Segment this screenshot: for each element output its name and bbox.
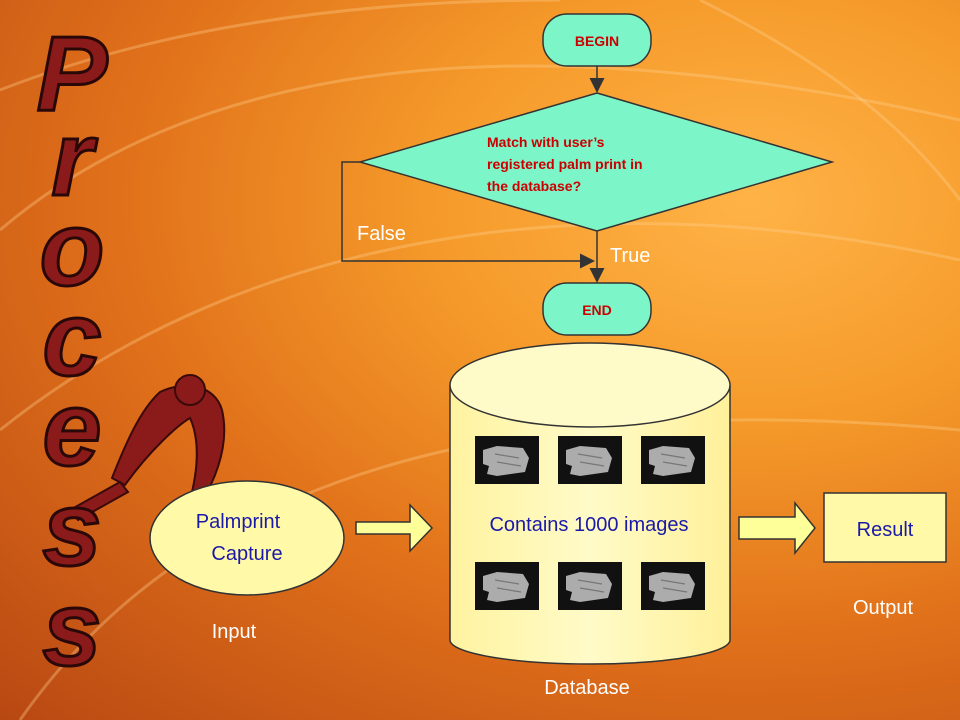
database-to-result-arrow — [738, 500, 816, 556]
begin-node: BEGIN — [542, 13, 652, 67]
palmprint-capture-line-1: Palmprint — [196, 511, 281, 533]
palmprint-image — [641, 436, 705, 484]
title-letter-r: r — [51, 100, 98, 218]
decision-text-line-2: registered palm print in — [487, 156, 643, 172]
palmprint-image — [475, 436, 539, 484]
palmprint-capture-node: Palmprint Capture — [149, 480, 345, 596]
title-letter-c: c — [43, 280, 102, 398]
title-letter-o1: o — [40, 190, 105, 308]
title-letter-s1: s — [43, 470, 102, 588]
result-node: Result — [823, 492, 947, 563]
palmprint-image — [558, 562, 622, 610]
palmprint-image — [558, 436, 622, 484]
begin-label: BEGIN — [575, 33, 619, 49]
palmprint-thumbnails — [475, 436, 705, 610]
end-node: END — [542, 282, 652, 336]
title-letter-s2: s — [43, 570, 102, 688]
end-label: END — [582, 302, 612, 318]
title-letter-e: e — [43, 370, 102, 488]
decision-node: Match with user’s registered palm print … — [357, 92, 835, 232]
input-label: Input — [212, 621, 257, 643]
database-contents-text: Contains 1000 images — [489, 514, 688, 536]
decision-text-line-3: the database? — [487, 178, 581, 194]
palmprint-image — [475, 562, 539, 610]
decision-text-line-1: Match with user’s — [487, 134, 605, 150]
false-label: False — [357, 223, 406, 245]
title-letter-p: P — [37, 15, 108, 133]
input-to-database-arrow — [355, 503, 434, 553]
database-cylinder — [449, 342, 731, 665]
result-label: Result — [857, 519, 914, 541]
false-branch-connector — [341, 161, 595, 269]
palmprint-image — [641, 562, 705, 610]
true-label: True — [610, 245, 650, 267]
process-title: P r o c e s s — [35, 14, 109, 690]
output-label: Output — [853, 597, 913, 619]
database-label: Database — [544, 677, 630, 699]
palmprint-capture-line-2: Capture — [211, 543, 282, 565]
